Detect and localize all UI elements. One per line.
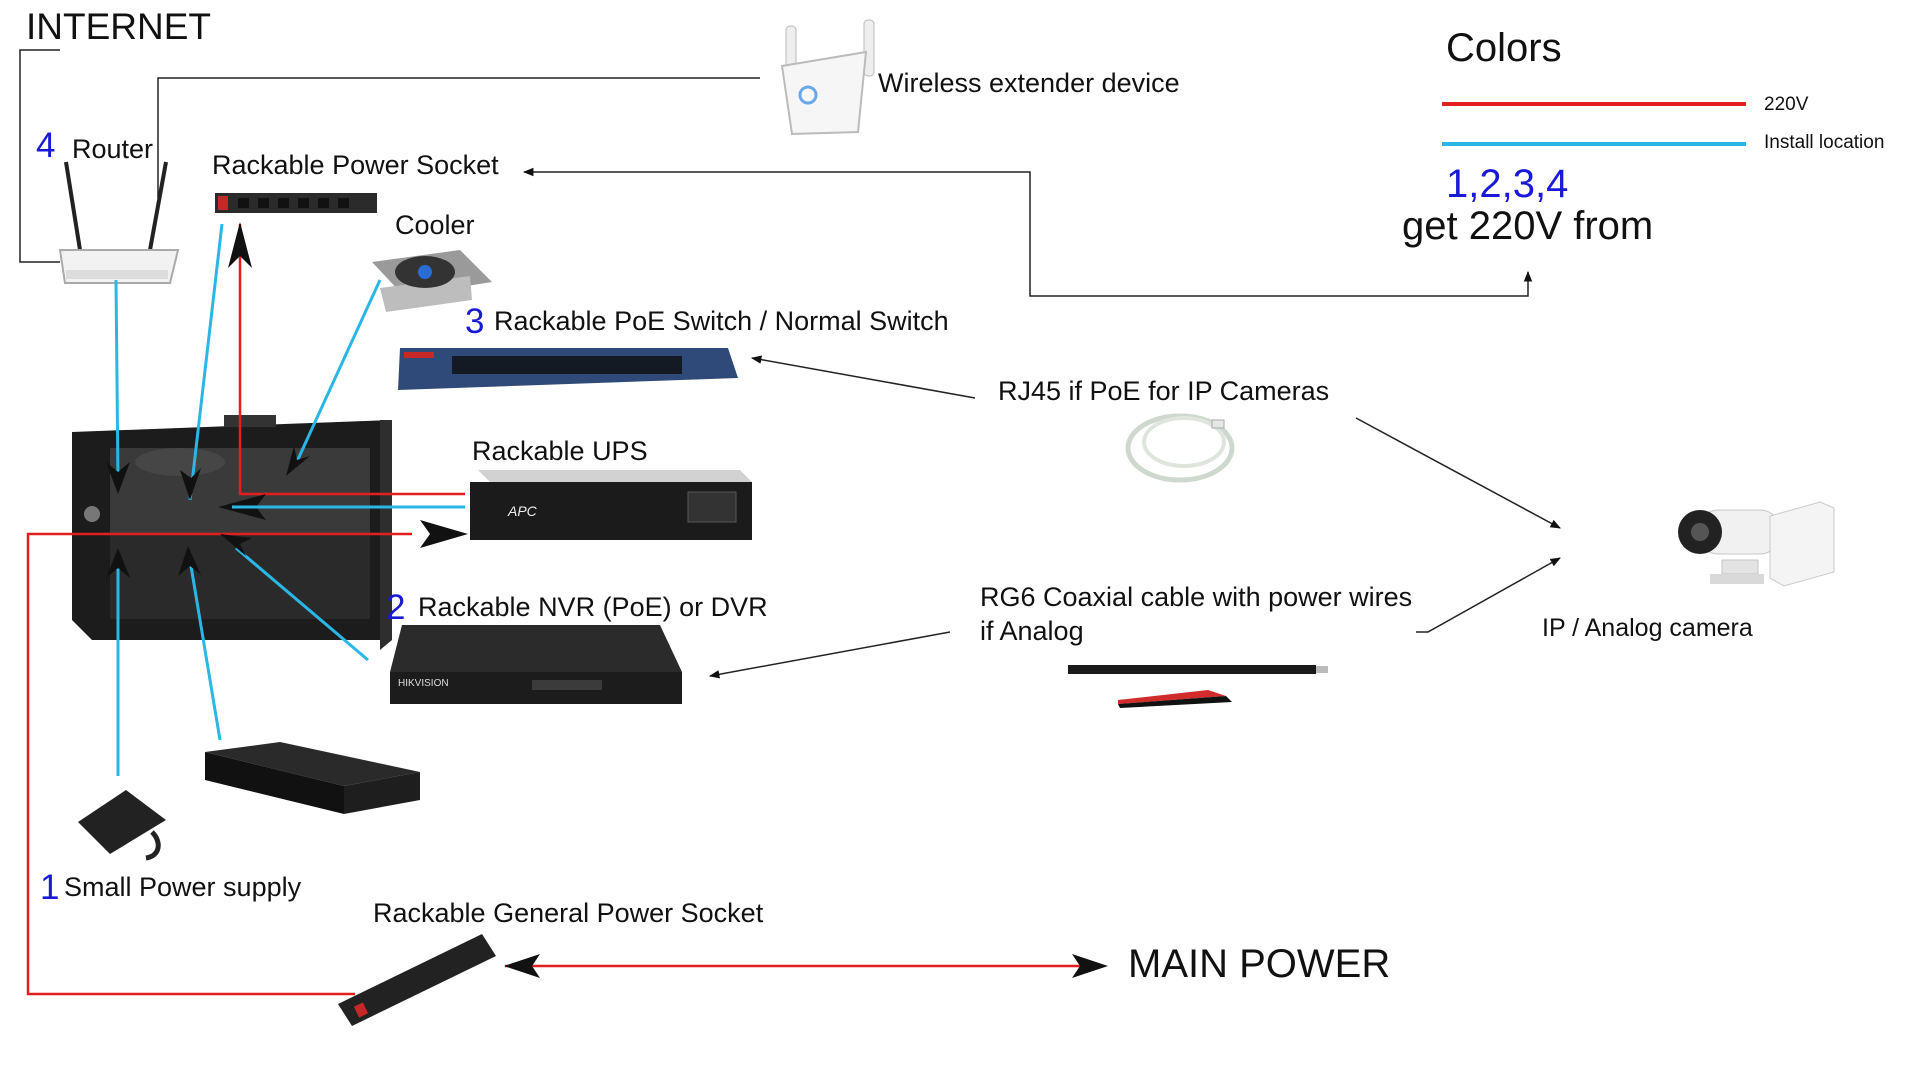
arrowhead-socket-rack	[180, 468, 201, 500]
arrowhead-socket-up	[228, 222, 252, 268]
small-psu-number: 1	[40, 868, 60, 907]
legend-label-220v: 220V	[1764, 94, 1809, 115]
legend-numbers: 1,2,3,4	[1446, 162, 1569, 206]
rj45-label: RJ45 if PoE for IP Cameras	[998, 376, 1330, 406]
rack-shelf-icon	[205, 742, 420, 814]
ups-icon	[470, 470, 752, 540]
rj45-to-switch-arrow	[750, 355, 976, 399]
power-socket-icon	[215, 193, 377, 213]
arrowhead-router-rack	[106, 462, 130, 494]
wireless-extender-icon	[780, 19, 875, 136]
small-psu-label: Small Power supply	[64, 872, 302, 902]
main-power-label: MAIN POWER	[1128, 942, 1391, 986]
poe-switch-icon	[398, 348, 738, 390]
coax-to-camera-arrow	[1416, 557, 1561, 633]
rj45-to-camera-arrow	[1355, 417, 1561, 529]
nvr-icon	[390, 625, 682, 704]
install-location-lines	[114, 223, 465, 776]
arrowhead-shelf-rack	[178, 546, 201, 576]
arrowhead-main-right	[1072, 954, 1108, 978]
switch-label: Rackable PoE Switch / Normal Switch	[494, 306, 949, 336]
ups-brand-mark: APC	[507, 503, 538, 519]
rg6-label-line1: RG6 Coaxial cable with power wires	[980, 582, 1413, 612]
small-power-supply-icon	[78, 790, 166, 861]
arrowhead-cooler-rack	[286, 446, 310, 476]
router-number: 4	[36, 126, 56, 165]
router-label: Router	[72, 134, 154, 164]
arrowhead-ups-in	[420, 520, 468, 548]
general-power-socket-icon	[338, 934, 496, 1026]
camera-label: IP / Analog camera	[1542, 614, 1753, 642]
ups-label: Rackable UPS	[472, 436, 648, 466]
rg6-label-line2: if Analog	[980, 616, 1084, 646]
socket-to-legend-arrow-line	[522, 167, 1533, 297]
arrowhead-psu-rack	[106, 548, 130, 578]
legend-title: Colors	[1446, 26, 1562, 70]
coax-cable-icon	[1068, 665, 1328, 708]
power-socket-label: Rackable Power Socket	[212, 150, 499, 180]
legend-note: get 220V from	[1402, 204, 1654, 248]
camera-icon	[1678, 501, 1835, 587]
cooler-label: Cooler	[395, 210, 475, 240]
arrowhead-main-left	[504, 954, 540, 978]
internet-label: INTERNET	[26, 6, 211, 47]
internet-line	[19, 49, 760, 263]
cooler-icon	[372, 250, 492, 312]
switch-number: 3	[465, 302, 485, 341]
general-socket-label: Rackable General Power Socket	[373, 898, 764, 928]
legend-label-install: Install location	[1764, 132, 1885, 153]
rack-cabinet-icon	[72, 415, 392, 650]
wireless-extender-label: Wireless extender device	[878, 68, 1180, 98]
nvr-number: 2	[386, 588, 406, 627]
router-icon	[58, 161, 180, 284]
nvr-label: Rackable NVR (PoE) or DVR	[418, 592, 768, 622]
arrowhead-nvr-rack	[220, 534, 252, 556]
nvr-brand-mark: HIKVISION	[398, 678, 449, 689]
patch-cable-icon	[1125, 413, 1235, 483]
socket-to-legend-arrow	[520, 172, 1528, 296]
coax-to-nvr-arrow	[708, 631, 951, 679]
